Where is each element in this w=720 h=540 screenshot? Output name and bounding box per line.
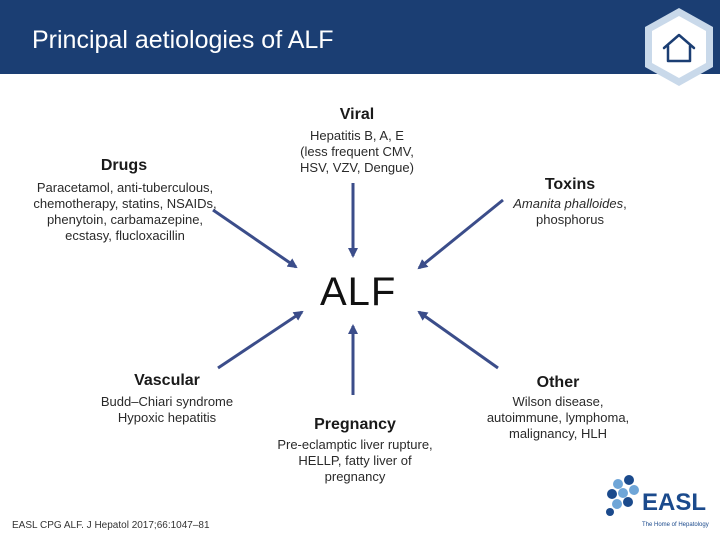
- pregnancy-line: Pre-eclamptic liver rupture,: [277, 437, 433, 452]
- arrow-other: [417, 310, 499, 370]
- drugs-heading: Drugs: [100, 157, 148, 174]
- drugs-line: ecstasy, flucloxacillin: [65, 228, 185, 243]
- viral-line: (less frequent CMV,: [300, 144, 414, 159]
- arrow-vascular: [217, 310, 304, 370]
- pregnancy-line: pregnancy: [324, 469, 386, 484]
- drugs-line: Paracetamol, anti-tuberculous,: [36, 180, 214, 195]
- viral-line: Hepatitis B, A, E: [310, 128, 404, 143]
- home-icon[interactable]: [642, 6, 716, 88]
- arrow-toxins: [417, 198, 504, 270]
- vascular-details: Budd–Chiari syndrome Hypoxic hepatitis: [84, 394, 250, 426]
- toxins-heading: Toxins: [544, 176, 596, 193]
- other-heading: Other: [536, 374, 580, 391]
- easl-logo: EASL The Home of Hepatology: [606, 475, 709, 528]
- other-details: Wilson disease, autoimmune, lymphoma, ma…: [476, 394, 640, 442]
- pregnancy-details: Pre-eclamptic liver rupture, HELLP, fatt…: [268, 437, 442, 485]
- other-line: malignancy, HLH: [508, 426, 608, 441]
- toxins-comma: ,: [623, 196, 627, 211]
- toxins-line-1: Amanita phalloides,: [490, 196, 650, 212]
- other-line: Wilson disease,: [512, 394, 604, 409]
- arrow-drugs: [212, 208, 298, 269]
- viral-heading: Viral: [339, 106, 375, 123]
- center-label-alf: ALF: [320, 270, 397, 314]
- viral-line: HSV, VZV, Dengue): [300, 160, 414, 175]
- header-bar: Principal aetiologies of ALF: [0, 0, 720, 74]
- pregnancy-heading: Pregnancy: [314, 416, 396, 433]
- easl-logo-cells-icon: [606, 475, 639, 516]
- citation: EASL CPG ALF. J Hepatol 2017;66:1047–81: [12, 520, 210, 531]
- drugs-line: phenytoin, carbamazepine,: [46, 212, 204, 227]
- vascular-line: Budd–Chiari syndrome: [100, 394, 234, 409]
- drugs-details: Paracetamol, anti-tuberculous, chemother…: [14, 180, 236, 244]
- toxins-line-2: phosphorus: [536, 212, 604, 227]
- easl-tagline: The Home of Hepatology: [642, 522, 709, 528]
- slide-title: Principal aetiologies of ALF: [32, 26, 334, 54]
- easl-wordmark: EASL: [642, 489, 706, 516]
- drugs-line: chemotherapy, statins, NSAIDs,: [33, 196, 217, 211]
- toxins-details: Amanita phalloides, phosphorus: [490, 196, 650, 228]
- other-line: autoimmune, lymphoma,: [486, 410, 630, 425]
- vascular-line: Hypoxic hepatitis: [117, 410, 217, 425]
- toxins-species: Amanita phalloides: [513, 196, 624, 211]
- vascular-heading: Vascular: [134, 372, 200, 389]
- pregnancy-line: HELLP, fatty liver of: [298, 453, 412, 468]
- viral-details: Hepatitis B, A, E (less frequent CMV, HS…: [272, 128, 442, 176]
